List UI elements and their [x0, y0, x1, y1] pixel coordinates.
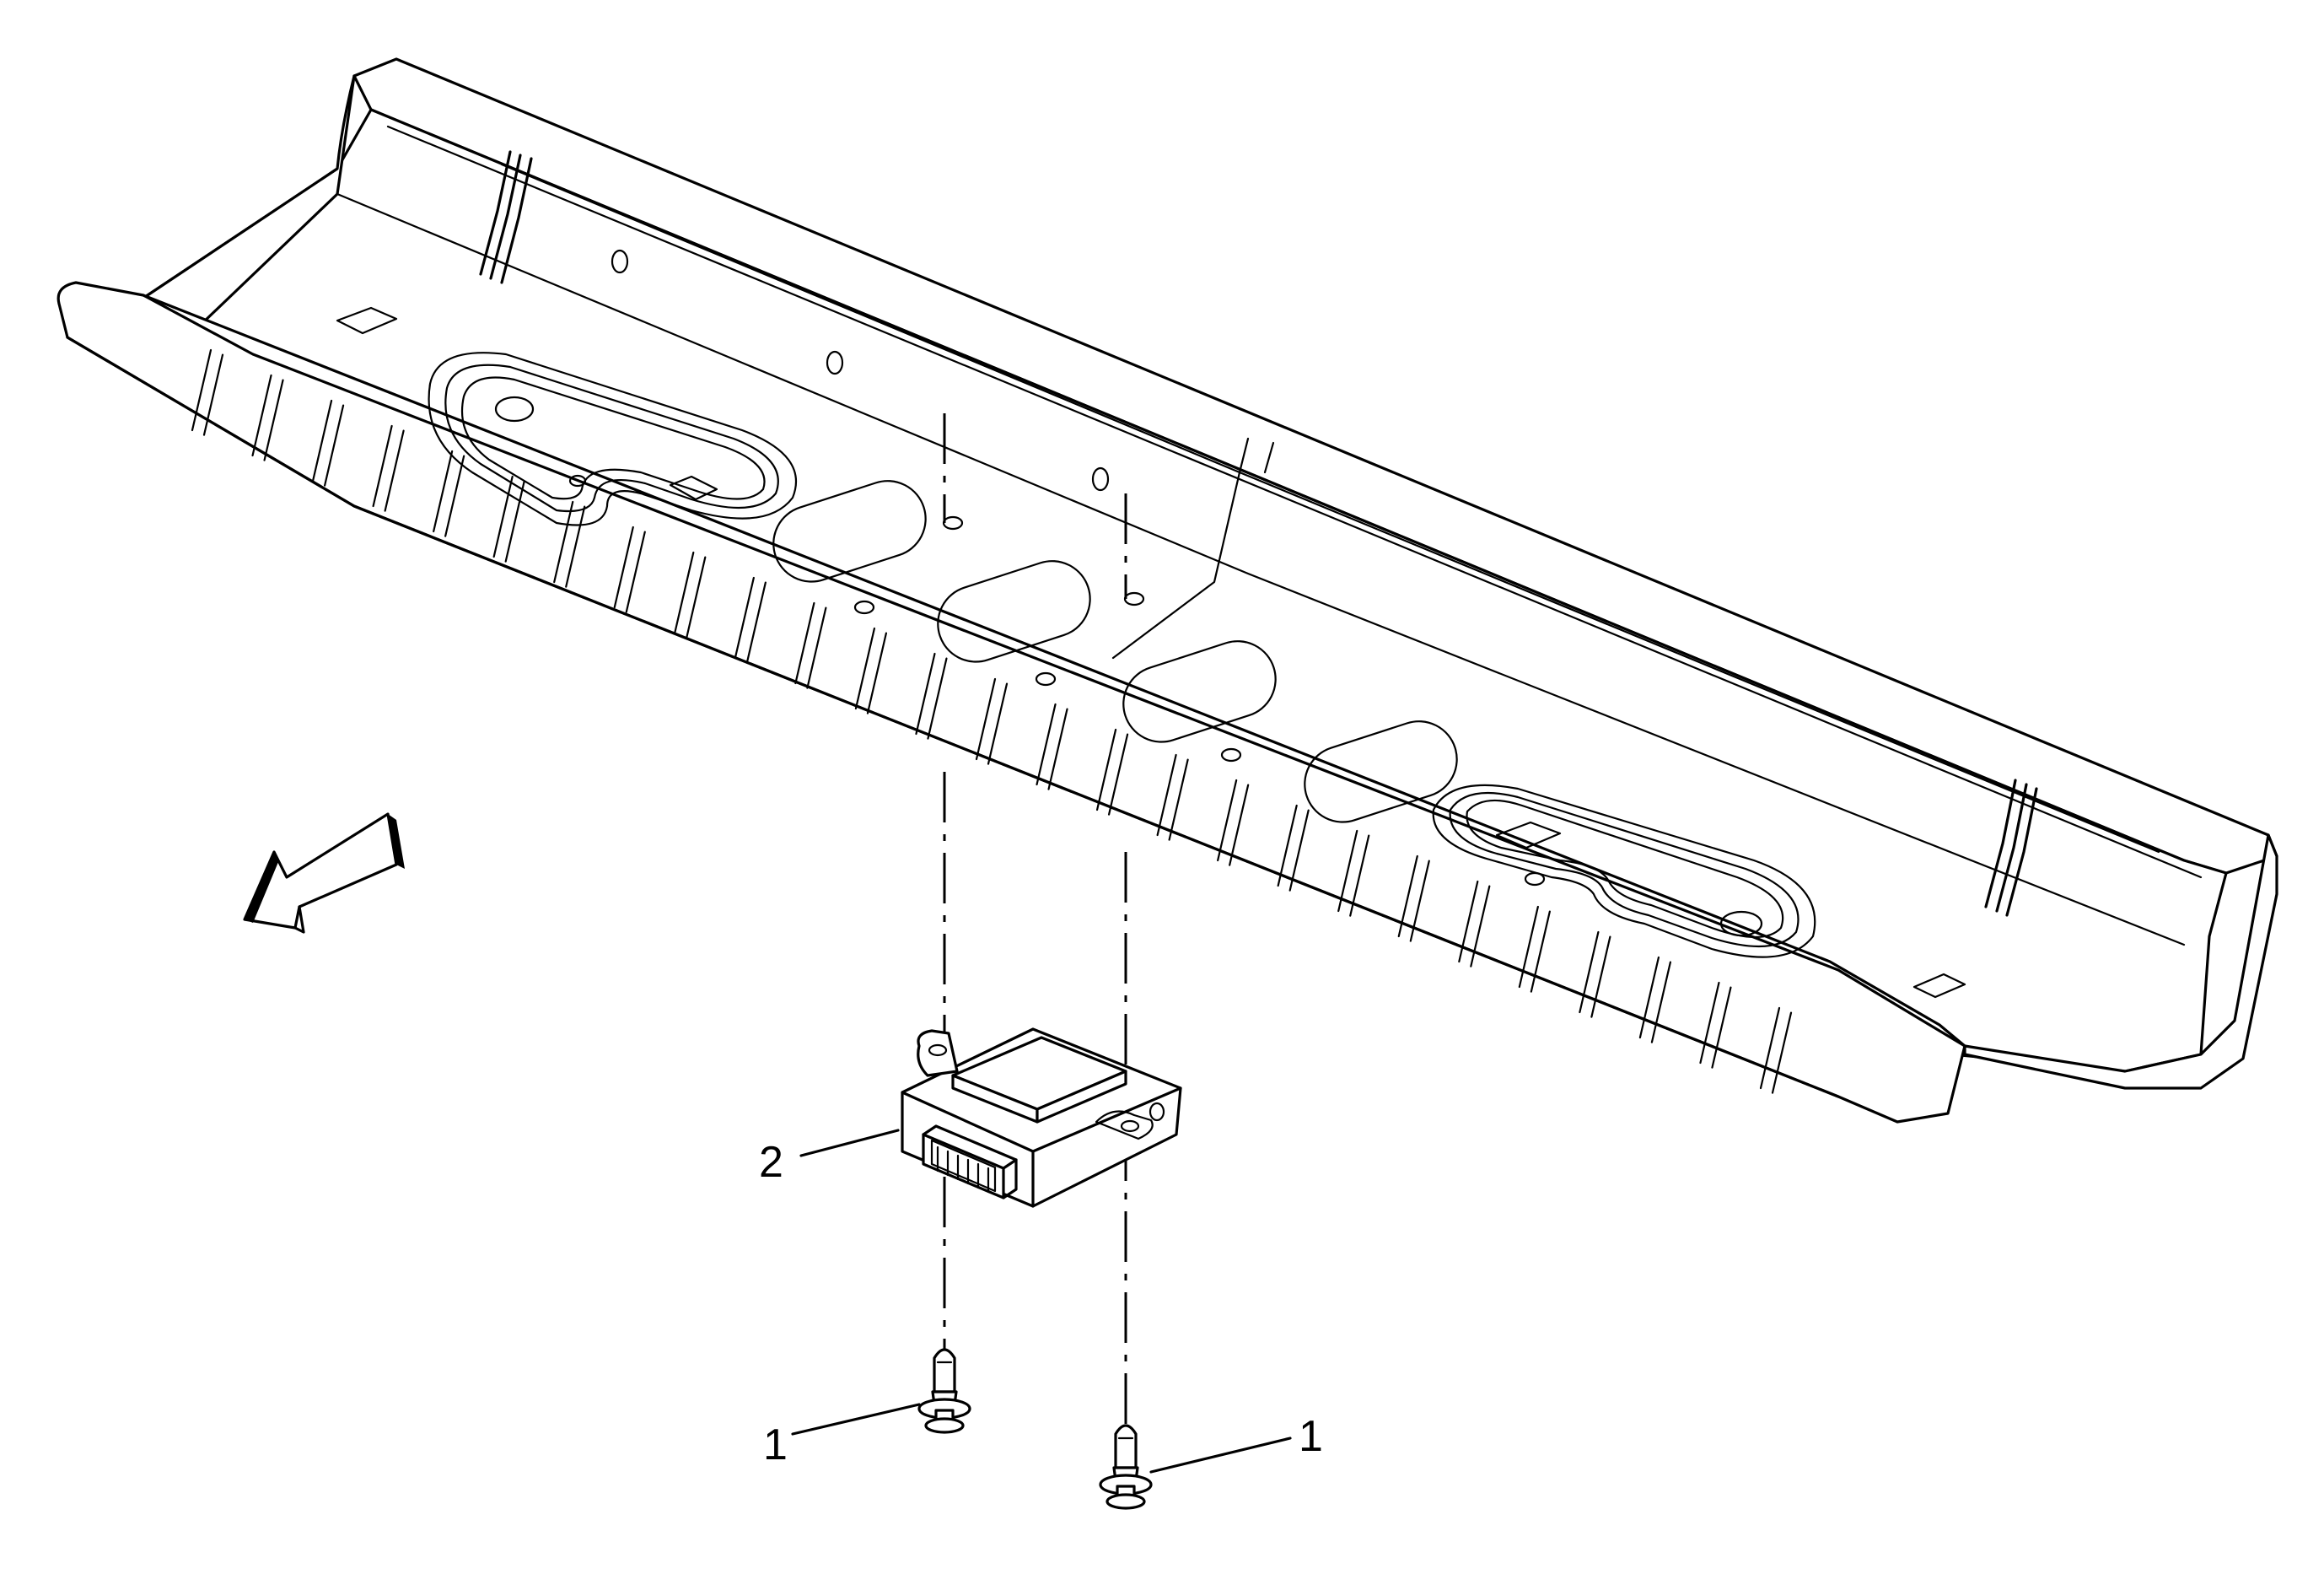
lip-rib	[854, 627, 876, 710]
lip-rib	[1217, 779, 1238, 862]
lip-rib	[384, 429, 405, 512]
callout-label-1-left: 1	[763, 1420, 788, 1469]
lip-rib	[565, 505, 586, 588]
lip-rib	[613, 526, 634, 609]
lip-rib	[1518, 905, 1539, 989]
push-pin-fastener-left	[917, 1348, 971, 1434]
lip-rib	[1156, 753, 1177, 837]
lip-ribs	[191, 348, 1793, 1094]
lip-rib	[492, 475, 514, 558]
lip-rib	[927, 657, 948, 740]
lip-rib	[1168, 758, 1189, 841]
lip-rib	[504, 480, 525, 563]
lip-rib	[1590, 935, 1611, 1018]
callout-label-2: 2	[759, 1138, 783, 1187]
callout-fastener-right: 1	[1149, 1412, 1323, 1474]
lip-rib	[806, 606, 827, 689]
lip-rib	[1047, 708, 1068, 790]
callout-fastener-left: 1	[763, 1403, 921, 1469]
forward-arrow-icon	[243, 812, 405, 934]
lip-rib	[1759, 1006, 1781, 1090]
panel-features	[336, 249, 1966, 999]
lip-rib	[1349, 834, 1370, 917]
lip-rib	[1095, 728, 1117, 811]
lip-rib	[263, 379, 284, 461]
lip-rib	[745, 581, 767, 664]
lip-rib	[1711, 986, 1732, 1069]
lip-rib	[1229, 784, 1250, 866]
lip-rib	[202, 353, 224, 436]
lip-rib	[311, 399, 333, 482]
lip-rib	[794, 601, 815, 685]
callout-label-1-right: 1	[1299, 1412, 1323, 1461]
lip-rib	[444, 455, 465, 537]
lip-rib	[1409, 860, 1430, 942]
lip-rib	[1470, 885, 1491, 968]
callout-module: 2	[759, 1129, 900, 1187]
lip-rib	[975, 677, 997, 761]
lip-rib	[1337, 829, 1358, 913]
lip-rib	[191, 348, 212, 432]
lip-rib	[1288, 809, 1310, 892]
lip-rib	[1107, 733, 1129, 816]
assembly-lines	[943, 413, 1127, 1426]
lip-rib	[987, 682, 1009, 765]
lip-rib	[1036, 703, 1057, 786]
lip-rib	[866, 632, 888, 714]
lip-rib	[625, 531, 646, 613]
lip-rib	[1638, 956, 1660, 1039]
lip-rib	[674, 551, 695, 634]
lip-rib	[1699, 981, 1720, 1065]
lip-rib	[372, 424, 393, 508]
control-module	[901, 1027, 1182, 1208]
lip-rib	[1579, 930, 1600, 1014]
lip-rib	[433, 450, 454, 533]
lip-rib	[734, 576, 755, 660]
lip-rib	[1277, 804, 1298, 887]
floor-panel	[56, 57, 2278, 1124]
lip-rib	[1458, 880, 1479, 963]
lip-rib	[1397, 854, 1418, 938]
lip-rib	[1650, 961, 1672, 1043]
push-pin-fastener-right	[1099, 1424, 1153, 1510]
lip-rib	[553, 500, 574, 584]
lip-rib	[686, 556, 707, 639]
lip-rib	[251, 374, 272, 457]
lip-rib	[915, 652, 936, 736]
lip-rib	[1530, 910, 1551, 993]
lip-rib	[323, 404, 345, 487]
lip-rib	[1771, 1011, 1793, 1094]
connector-pins	[936, 1145, 990, 1194]
